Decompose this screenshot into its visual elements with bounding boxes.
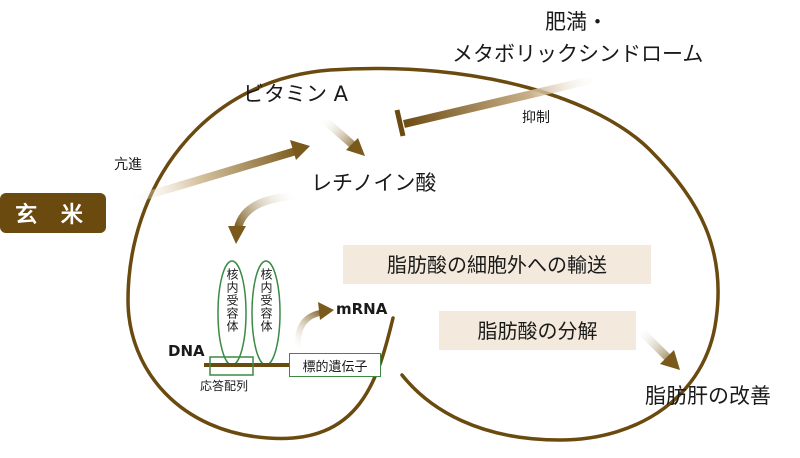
retinoic-acid-arrow xyxy=(228,192,299,244)
promote-arrow xyxy=(123,140,310,206)
obesity-label-line2: メタボリックシンドローム xyxy=(452,42,704,66)
fatty-liver-arrow xyxy=(635,325,680,370)
mrna-arrow xyxy=(294,302,334,349)
inhibition-bar xyxy=(394,74,601,137)
fatty-acid-transport-box: 脂肪酸の細胞外への輸送 xyxy=(343,245,651,284)
cell-outline xyxy=(126,66,720,442)
vitamin-a-arrow xyxy=(319,114,365,156)
dna-label: DNA xyxy=(168,342,205,360)
response-element-box xyxy=(209,356,254,376)
response-element-label: 応答配列 xyxy=(200,379,249,393)
receptor-label-2: 核内受容体 xyxy=(259,268,273,333)
promote-label: 亢進 xyxy=(114,157,142,173)
retinoic-acid-label: レチノイン酸 xyxy=(311,171,437,195)
receptor-label-1: 核内受容体 xyxy=(225,268,239,333)
inhibit-label: 抑制 xyxy=(522,110,550,126)
brown-rice-badge: 玄 米 xyxy=(0,193,106,233)
fatty-acid-breakdown-box: 脂肪酸の分解 xyxy=(439,311,636,350)
target-gene-box: 標的遺伝子 xyxy=(289,353,381,377)
fatty-liver-improvement-label: 脂肪肝の改善 xyxy=(645,384,771,408)
mrna-label: mRNA xyxy=(336,300,388,318)
vitamin-a-label: ビタミン A xyxy=(243,82,349,106)
obesity-label-line1: 肥満・ xyxy=(545,10,608,34)
